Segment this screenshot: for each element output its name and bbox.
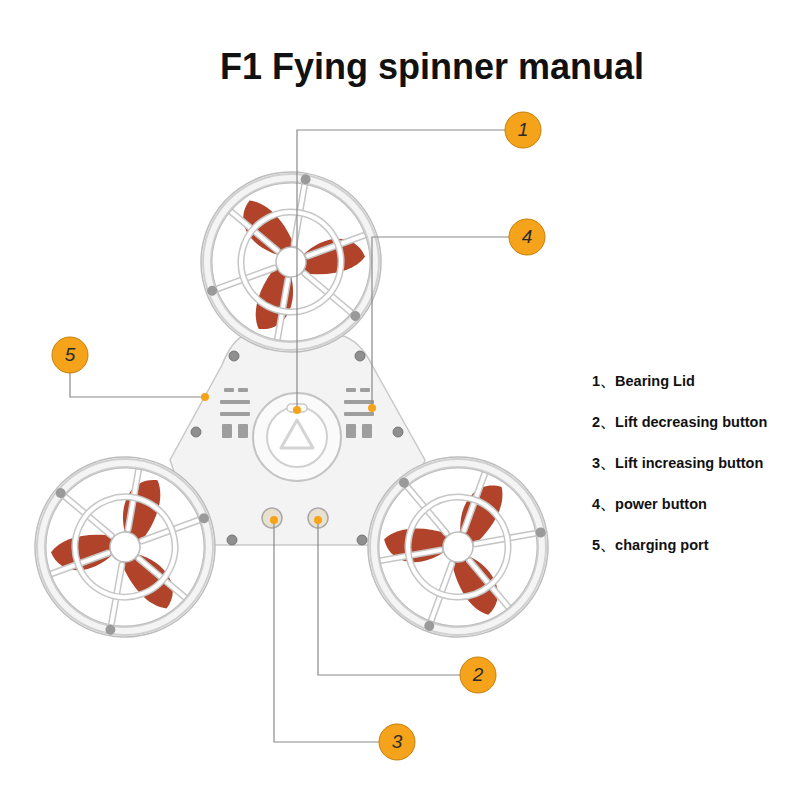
illustration-part <box>222 424 232 438</box>
illustration-part <box>355 351 365 361</box>
callout-circles <box>52 112 545 760</box>
illustration-part <box>362 424 372 438</box>
callout-number: 2 <box>461 658 495 692</box>
illustration-part <box>224 388 234 392</box>
fan-wheel <box>187 158 396 367</box>
illustration-part <box>220 400 250 404</box>
leader-lines <box>70 130 509 742</box>
illustration-part <box>270 516 278 524</box>
part-list-item: 4、power button <box>592 495 707 514</box>
illustration-part <box>344 412 374 416</box>
illustration-part <box>293 406 301 414</box>
illustration-part <box>460 657 496 693</box>
fan-wheel <box>331 420 585 674</box>
illustration-part <box>344 400 374 404</box>
illustration-part <box>372 237 509 407</box>
illustration-part <box>274 522 379 742</box>
callout-number: 4 <box>510 220 544 254</box>
callout-number: 1 <box>506 113 540 147</box>
illustration-part <box>314 516 322 524</box>
illustration-part <box>509 219 545 255</box>
illustration-part <box>229 351 239 361</box>
bearing-lid <box>253 393 341 481</box>
lift-button <box>262 508 282 528</box>
bearing-inner <box>267 407 327 467</box>
part-list-item: 3、Lift increasing button <box>592 454 763 473</box>
illustration-part <box>357 535 367 545</box>
illustration-part <box>238 388 248 392</box>
illustration-part <box>297 130 505 409</box>
illustration-part <box>70 373 203 397</box>
callout-number: 3 <box>380 725 414 759</box>
illustration-part <box>360 388 370 392</box>
leader-dots <box>201 393 376 524</box>
illustration-part <box>52 337 88 373</box>
part-list-item: 2、Lift decreasing button <box>592 413 767 432</box>
illustration-part <box>201 393 209 401</box>
part-list-item: 5、charging port <box>592 536 709 555</box>
illustration-part <box>505 112 541 148</box>
fan-wheel <box>10 432 241 663</box>
illustration-part <box>346 388 356 392</box>
illustration-part <box>238 424 248 438</box>
illustration-part <box>368 404 376 412</box>
title-text: F1 Fying spinner manual <box>60 46 800 88</box>
illustration-part <box>220 412 250 416</box>
illustration-part <box>346 424 356 438</box>
callout-number: 5 <box>53 338 87 372</box>
illustration-part <box>227 535 237 545</box>
part-list-item: 1、Bearing Lid <box>592 372 695 391</box>
illustration-part <box>393 427 403 437</box>
bearing-mark <box>281 420 313 448</box>
illustration-part <box>318 522 460 675</box>
illustration-part <box>191 427 201 437</box>
illustration-part <box>379 724 415 760</box>
